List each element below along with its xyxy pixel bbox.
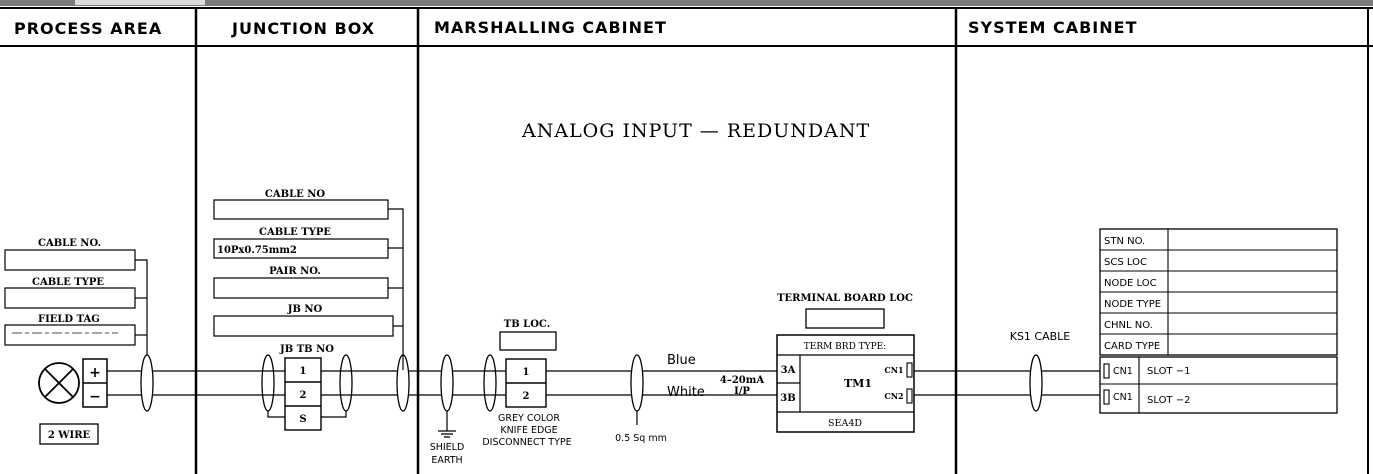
- jb-jb-no-label: JB NO: [287, 304, 323, 315]
- process-field-tag-field: [4, 324, 136, 346]
- info-card-type: CARD TYPE: [1104, 341, 1160, 352]
- jb-pair-no-label: PAIR NO.: [269, 266, 321, 277]
- slot1-label: SLOT −1: [1147, 366, 1190, 377]
- jb-shield-left: [267, 411, 285, 418]
- signal-range-label: 4–20mA: [720, 375, 764, 386]
- knife-edge-line-2: KNIFE EDGE: [500, 425, 557, 436]
- jb-terminal-block: [284, 357, 322, 431]
- ip-label: I/P: [734, 386, 750, 397]
- plus-terminal: +: [89, 365, 101, 381]
- terminal-board-model: SEA4D: [828, 418, 862, 429]
- two-wire-label: 2 WIRE: [48, 430, 91, 441]
- slot2-label: SLOT −2: [1147, 395, 1190, 406]
- earth-label: EARTH: [431, 455, 462, 466]
- cable-marker-wire-size: [630, 354, 644, 412]
- cn1-connector-icon: [906, 362, 913, 378]
- process-cable-type-label: CABLE TYPE: [32, 277, 104, 288]
- jb-pair-no-field: [213, 277, 389, 299]
- header-marshalling-cabinet: MARSHALLING CABINET: [434, 18, 667, 37]
- slot2-cn-label: CN1: [1113, 392, 1133, 403]
- process-cable-no-label: CABLE NO.: [38, 238, 101, 249]
- header-system-cabinet: SYSTEM CABINET: [968, 18, 1137, 37]
- jb-terminal-2: 2: [300, 390, 307, 401]
- mc-terminal-2: 2: [523, 391, 530, 402]
- knife-edge-line-3: DISCONNECT TYPE: [482, 437, 571, 448]
- slot-table: [1099, 356, 1338, 414]
- top-strip-tab: [75, 0, 205, 5]
- header-process-area: PROCESS AREA: [14, 19, 162, 38]
- mc-terminal-1: 1: [523, 367, 530, 378]
- jb-bracket-main: [388, 208, 404, 370]
- wire-size-label: 0.5 Sq mm: [615, 433, 667, 444]
- top-strip: [0, 0, 1373, 6]
- tb-loc-field: [499, 331, 557, 351]
- knife-edge-line-1: GREY COLOR: [498, 413, 560, 424]
- cable-marker-jb-left: [261, 354, 275, 412]
- jb-cable-no-field: [213, 199, 389, 220]
- jb-cable-type-label: CABLE TYPE: [259, 227, 331, 238]
- process-cable-no-field: [4, 249, 136, 271]
- info-scs-loc: SCS LOC: [1104, 257, 1147, 268]
- terminal-board-loc-label: TERMINAL BOARD LOC: [777, 293, 913, 304]
- info-node-loc: NODE LOC: [1104, 278, 1157, 289]
- jb-terminal-1: 1: [300, 366, 307, 377]
- term-brd-type-label: TERM BRD TYPE:: [804, 342, 887, 352]
- minus-terminal: −: [89, 389, 101, 405]
- jb-terminal-s: S: [299, 414, 306, 425]
- shield-label: SHIELD: [430, 442, 465, 453]
- cable-marker-ks1: [1029, 354, 1043, 412]
- blue-wire-label: Blue: [667, 353, 696, 368]
- process-cable-type-field: [4, 287, 136, 309]
- slot1-cn-label: CN1: [1113, 366, 1133, 377]
- tb-loc-label: TB LOC.: [504, 319, 550, 330]
- info-stn-no: STN NO.: [1104, 236, 1145, 247]
- tm1-label: TM1: [844, 377, 872, 390]
- cn2-connector-icon: [906, 388, 913, 404]
- jb-tb-no-label: JB TB NO: [279, 344, 334, 355]
- tb-3b-label: 3B: [780, 393, 795, 404]
- two-wire-box: [39, 423, 99, 445]
- cable-marker-mc-entry: [440, 354, 454, 412]
- header-junction-box: JUNCTION BOX: [231, 19, 375, 38]
- info-node-type: NODE TYPE: [1104, 299, 1161, 310]
- jb-shield-right: [321, 411, 347, 418]
- info-chnl-no: CHNL NO.: [1104, 320, 1153, 331]
- jb-jb-no-field: [213, 315, 394, 337]
- jb-cable-no-label: CABLE NO: [265, 189, 325, 200]
- ks1-cable-label: KS1 CABLE: [1010, 330, 1071, 343]
- terminal-board-loc-field: [805, 308, 885, 329]
- tb-cn2-label: CN2: [884, 391, 903, 401]
- white-wire-label: White: [667, 385, 705, 400]
- tb-cn1-label: CN1: [884, 365, 903, 375]
- slot1-connector-icon: [1103, 363, 1110, 379]
- cable-marker-tb: [483, 354, 497, 412]
- cable-marker-jb-right: [339, 354, 353, 412]
- tb-3a-label: 3A: [781, 365, 796, 376]
- process-field-tag-label: FIELD TAG: [38, 314, 100, 325]
- diagram-title: ANALOG INPUT — REDUNDANT: [521, 120, 870, 142]
- transmitter-cross-2: [44, 368, 74, 398]
- jb-cable-type-value: 10Px0.75mm2: [217, 245, 297, 256]
- cable-marker-process: [140, 354, 154, 412]
- slot2-connector-icon: [1103, 389, 1110, 405]
- process-bracket-1: [135, 259, 148, 370]
